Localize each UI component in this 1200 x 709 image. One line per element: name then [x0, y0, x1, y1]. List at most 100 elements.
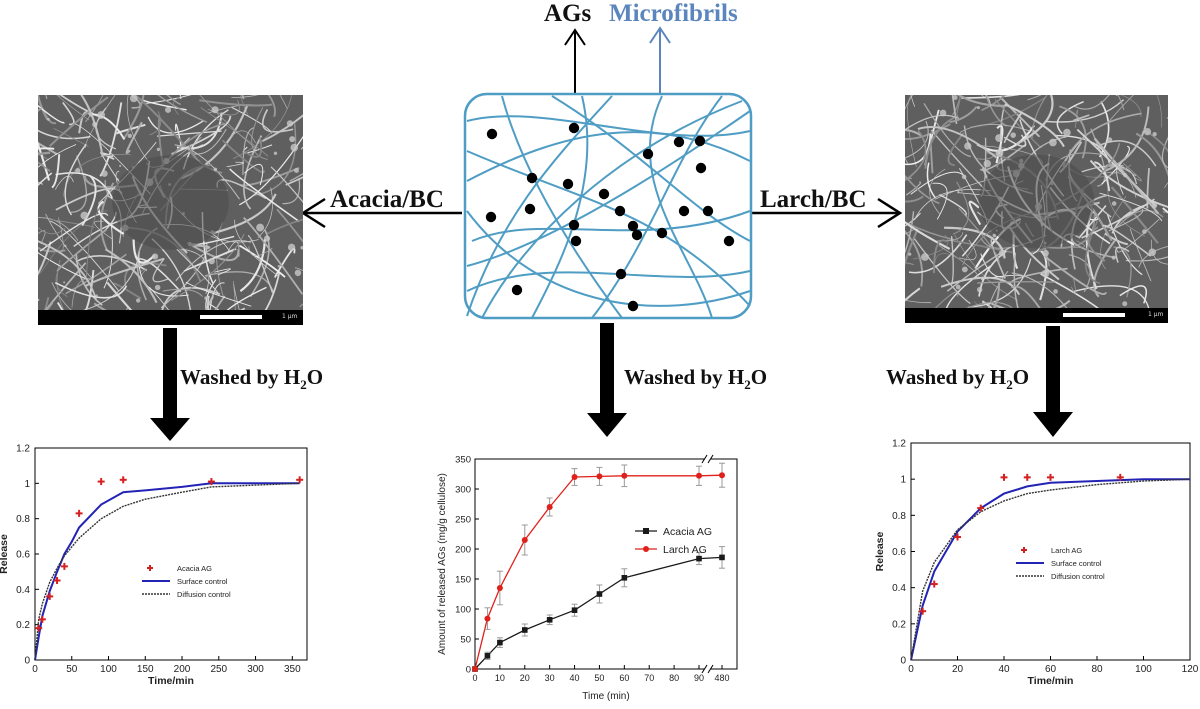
ag-particle: [615, 268, 627, 280]
ag-particle: [673, 136, 685, 148]
x-tick-label: 40: [570, 673, 580, 683]
acacia-ag-point: [621, 575, 628, 581]
wash-arrow-right-shaft: [1046, 326, 1060, 414]
x-axis-label: Time/min: [148, 675, 194, 687]
y-tick-label: 250: [455, 515, 471, 526]
ag-particle: [695, 162, 707, 174]
x-tick-label: 50: [66, 664, 78, 675]
x-tick-label: 70: [644, 673, 654, 683]
y-tick-label: 1.2: [16, 444, 30, 455]
release-data-point: [1000, 473, 1008, 481]
acacia-bc-label: Acacia/BC: [330, 186, 444, 213]
y-tick-label: 0: [466, 665, 471, 676]
washed-label-right: Washed by H2O: [886, 365, 1030, 393]
microfibril-line: [466, 270, 751, 292]
larch-ag-point: [621, 472, 628, 479]
x-tick-label: 0: [32, 664, 38, 675]
microfibril-line: [648, 95, 713, 319]
y-axis-label: Release: [0, 534, 10, 574]
larch-ag-point: [571, 474, 578, 480]
acacia-ag-point: [484, 653, 491, 659]
x-tick-label: 10: [495, 673, 505, 683]
ag-particle: [678, 205, 690, 217]
x-tick-label: 350: [284, 664, 301, 675]
larch-bc-label: Larch/BC: [760, 186, 867, 213]
legend-label: Acacia AG: [177, 564, 212, 573]
sem-film: [978, 154, 1095, 249]
ag-particle: [562, 178, 574, 190]
release-data-point: [60, 562, 68, 570]
y-tick-label: 0: [900, 656, 906, 667]
release-data-point: [954, 533, 961, 541]
y-axis-label: Release: [874, 531, 886, 571]
x-tick-label: 50: [594, 673, 604, 683]
wash-arrow-middle-head: [587, 413, 627, 437]
microfibril-line: [551, 95, 751, 242]
acacia-ag-point: [571, 607, 578, 613]
acacia-ag-point: [596, 591, 603, 597]
wash-arrow-middle-shaft: [600, 323, 614, 415]
y-axis-label: Amount of released AGs (mg/g cellulose): [437, 473, 448, 655]
x-tick-label: 80: [669, 673, 679, 683]
washed-label-left: Washed by H2O: [180, 365, 324, 393]
release-data-point: [207, 478, 215, 486]
ag-particle: [694, 135, 706, 147]
release-data-point: [930, 580, 938, 588]
legend-label: Surface control: [177, 577, 228, 586]
microfibril-line: [481, 100, 743, 319]
x-tick-label: 120: [1182, 664, 1199, 675]
ag-particle: [598, 188, 610, 200]
acacia-ag-point: [719, 554, 725, 561]
y-tick-label: 0.2: [892, 619, 906, 630]
x-tick-label: 80: [1091, 664, 1103, 675]
release-data-point: [296, 476, 304, 484]
x-tick-label: 200: [174, 664, 191, 675]
microfibril-line: [471, 210, 751, 242]
y-tick-label: 100: [455, 605, 471, 616]
larch-ag-point: [521, 537, 528, 543]
y-tick-label: 350: [455, 455, 471, 466]
y-tick-label: 1: [900, 475, 906, 486]
microfibrils-label: Microfibrils: [609, 0, 738, 27]
acacia-ag-point: [696, 555, 702, 562]
x-tick-label: 0: [472, 673, 477, 683]
sem-image-acacia: 1 μm: [38, 95, 303, 325]
wash-arrow-left-shaft: [163, 328, 177, 420]
release-data-point: [35, 624, 43, 632]
ag-particle: [627, 300, 639, 312]
sem-image-larch: 1 μm: [905, 95, 1168, 323]
x-tick-label: 30: [545, 673, 555, 683]
release-data-point: [977, 504, 985, 512]
x-tick-label: 250: [210, 664, 227, 675]
x-tick-label: 40: [998, 664, 1010, 675]
y-tick-label: 1.2: [892, 439, 906, 450]
release-data-point: [119, 476, 127, 484]
ag-particle: [485, 211, 497, 223]
plot-frame: [474, 458, 738, 670]
plot-frame: [34, 447, 308, 661]
acacia-ag-line: [474, 556, 723, 670]
release-data-point: [1116, 473, 1124, 481]
legend-label: Diffusion control: [177, 590, 231, 599]
larch-ag-point: [496, 585, 503, 591]
x-tick-label: 100: [1135, 664, 1152, 675]
ag-particle: [642, 148, 654, 160]
x-tick-label: 300: [247, 664, 264, 675]
larch-ag-point: [484, 615, 491, 622]
y-tick-label: 1: [24, 479, 30, 490]
acacia-ag-point: [521, 627, 528, 633]
legend-marker: [643, 528, 649, 534]
x-tick-label: 100: [100, 664, 117, 675]
x-tick-label: 0: [908, 664, 914, 675]
release-data-point: [1047, 473, 1054, 481]
legend-marker: [643, 546, 649, 552]
ag-particle: [631, 229, 643, 241]
y-tick-label: 0.4: [16, 585, 30, 596]
x-tick-label: 150: [137, 664, 154, 675]
axis-break-mark: [701, 454, 708, 464]
microfibril-line: [531, 95, 589, 319]
release-data-point: [38, 615, 46, 623]
y-tick-label: 50: [460, 635, 471, 646]
ag-particle: [524, 203, 536, 215]
